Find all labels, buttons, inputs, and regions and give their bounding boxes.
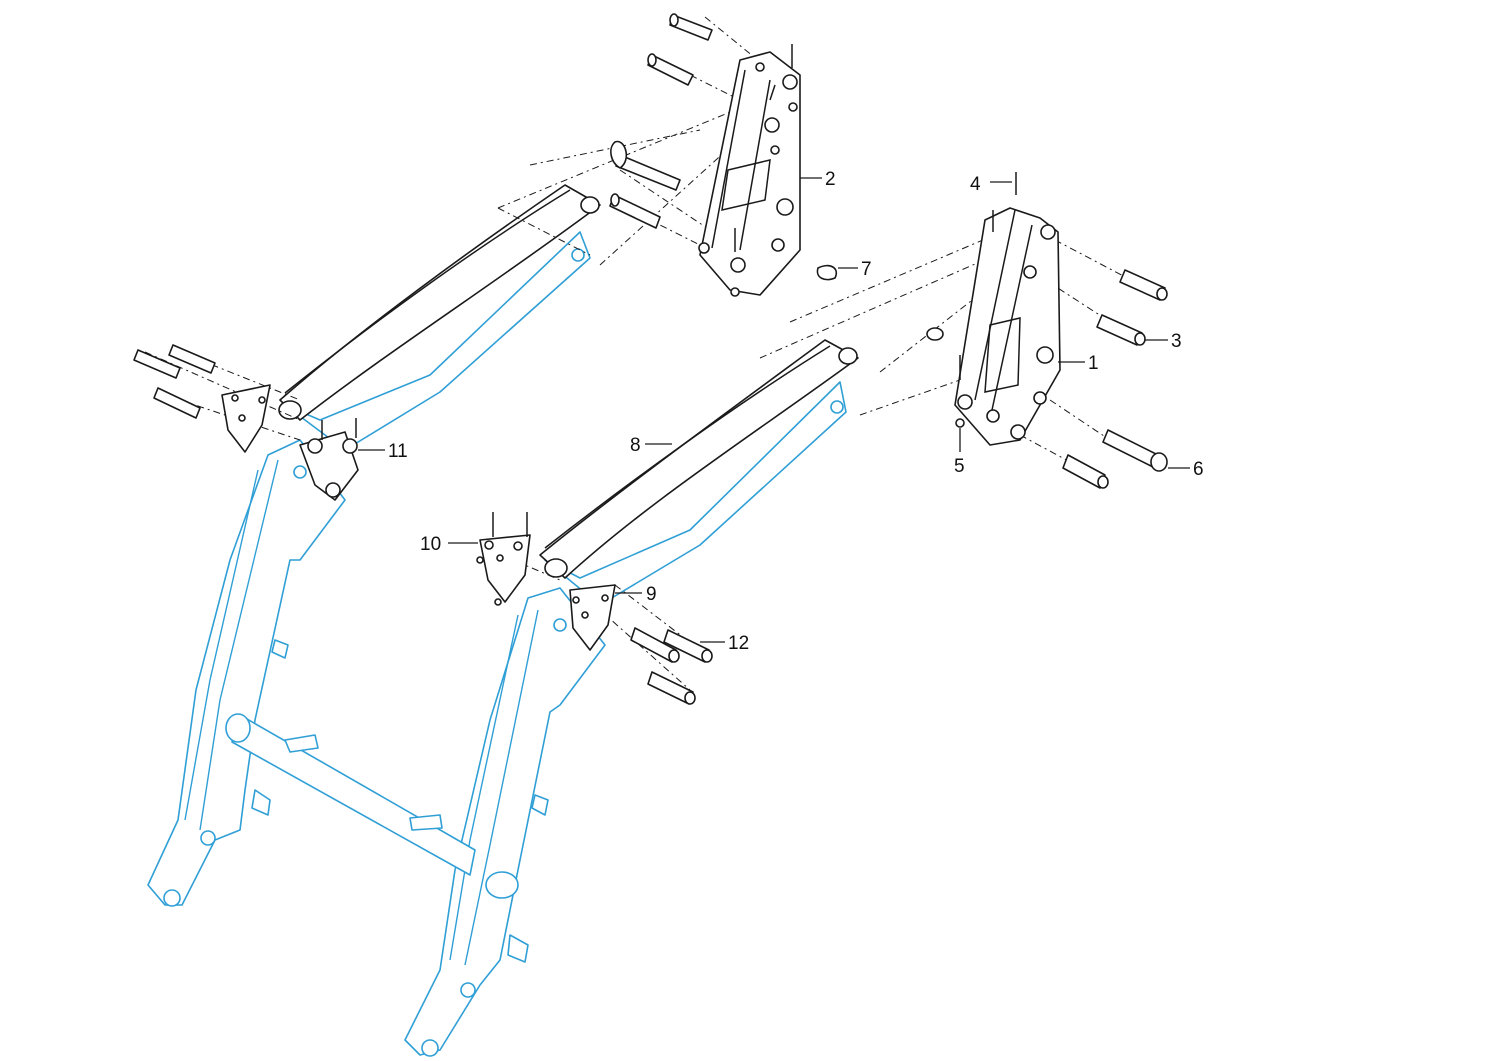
callout-12: 12	[728, 633, 749, 654]
callout-8: 8	[630, 435, 641, 456]
mount-bracket-1	[926, 172, 1061, 446]
loader-frame	[147, 439, 606, 1057]
boom-arm-right	[539, 339, 859, 606]
cross-tube	[231, 714, 476, 876]
pivot-plates	[221, 384, 616, 651]
callout-9: 9	[646, 584, 657, 605]
callout-10: 10	[420, 534, 441, 555]
callout-11: 11	[388, 441, 408, 462]
callouts: 2 4 1 3 5 6 7 8 9 10 11 12	[358, 169, 1204, 654]
callout-6: 6	[1193, 459, 1204, 480]
callout-2: 2	[825, 169, 836, 190]
callout-3: 3	[1171, 331, 1182, 352]
pins	[133, 13, 1168, 705]
right-upright	[404, 587, 606, 1056]
callout-7: 7	[861, 259, 872, 280]
callout-5: 5	[954, 456, 965, 477]
left-upright	[147, 439, 346, 906]
callout-1: 1	[1088, 353, 1099, 374]
callout-4: 4	[970, 174, 981, 195]
boom-arm-left	[278, 184, 601, 451]
mount-bracket-2	[698, 44, 801, 297]
